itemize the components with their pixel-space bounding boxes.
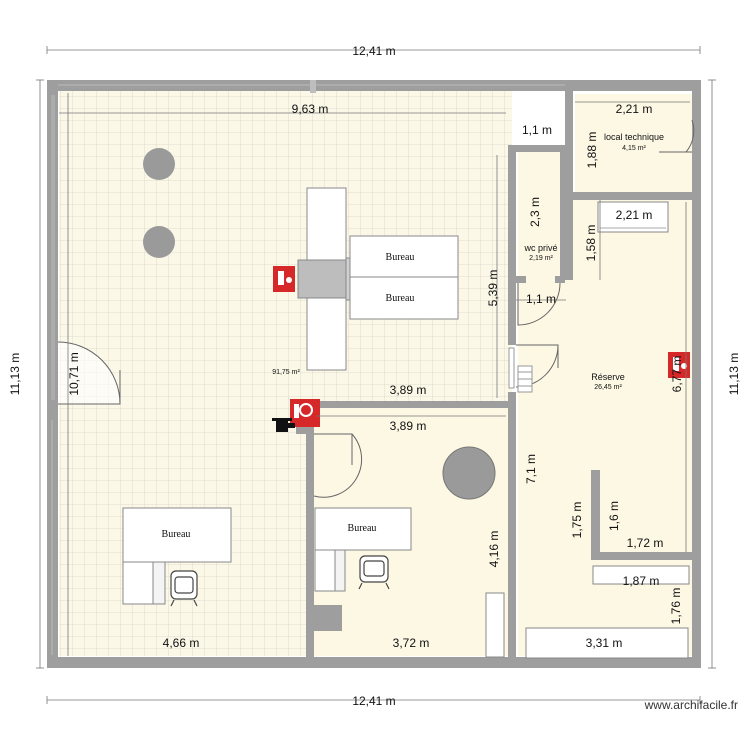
dimension-label: 6,77 m (670, 356, 684, 393)
interior-walls (296, 80, 693, 657)
room-area-label: 2,19 m² (529, 255, 553, 262)
wall-post (310, 80, 316, 93)
fire-extinguisher-icon[interactable] (273, 266, 295, 292)
dimension-label: 1,88 m (585, 132, 599, 169)
window-marks (508, 347, 533, 393)
dimension-label: 3,31 m (586, 636, 623, 650)
dimension-label: 9,63 m (292, 102, 329, 116)
dimension-label: 11,13 m (727, 353, 741, 395)
dimension-label: 1,76 m (669, 588, 683, 625)
dimension-label: 2,21 m (616, 208, 653, 222)
dimension-label: 4,16 m (487, 531, 501, 568)
dimension-label: 4,66 m (163, 636, 200, 650)
room-area-label: 91,75 m² (272, 369, 300, 376)
dimension-label: 1,1 m (526, 292, 556, 306)
dimension-label: 12,41 m (352, 694, 395, 708)
room-area-label: 26,45 m² (594, 384, 622, 391)
dimension-label: 1,87 m (623, 574, 660, 588)
door-icon[interactable] (313, 433, 363, 498)
pillar (143, 226, 175, 258)
pillar (143, 148, 175, 180)
reserve-shelves (525, 201, 690, 659)
office-left (122, 507, 232, 605)
office-mid (314, 507, 505, 658)
door-icon[interactable] (517, 282, 561, 326)
dimension-lines (36, 46, 716, 704)
desk-label: Bureau (386, 293, 415, 304)
dimension-label: 11,13 m (8, 353, 22, 395)
armchair-icon[interactable] (358, 555, 390, 590)
dimension-label: 3,89 m (390, 419, 427, 433)
desk-cluster (297, 187, 459, 371)
dimension-label: 7,1 m (524, 454, 538, 484)
dimension-label: 12,41 m (352, 44, 395, 58)
watermark: www.archifacile.fr (644, 698, 738, 712)
room-name-label: wc privé (523, 243, 557, 253)
room-name-label: local technique (604, 132, 664, 142)
dimension-label: 1,1 m (522, 123, 552, 137)
dimension-label: 1,6 m (607, 501, 621, 531)
electric-panel-icon (272, 418, 295, 432)
door-icon[interactable] (57, 341, 121, 405)
reserve-floor (518, 200, 693, 656)
fire-extinguisher-icon[interactable] (668, 352, 690, 378)
desk-label: Bureau (162, 529, 191, 540)
dimension-label: 3,72 m (393, 636, 430, 650)
dimension-label: 1,72 m (627, 536, 664, 550)
dimension-label: 1,75 m (570, 502, 584, 539)
dimension-label: 1,58 m (584, 225, 598, 262)
local-technique-floor (575, 94, 693, 192)
pillar (442, 446, 496, 500)
dimension-label: 10,71 m (67, 352, 81, 395)
door-icon[interactable] (659, 119, 695, 153)
dimension-label: 2,21 m (616, 102, 653, 116)
dimension-label: 3,89 m (390, 383, 427, 397)
armchair-icon[interactable] (170, 570, 198, 607)
dimension-label: 2,3 m (528, 197, 542, 227)
fire-hose-icon[interactable] (290, 399, 320, 427)
room-area-label: 4,15 m² (622, 145, 646, 152)
room-name-label: Réserve (591, 372, 625, 382)
desk-label: Bureau (348, 523, 377, 534)
desk-label: Bureau (386, 252, 415, 263)
dimension-label: 5,39 m (486, 270, 500, 307)
